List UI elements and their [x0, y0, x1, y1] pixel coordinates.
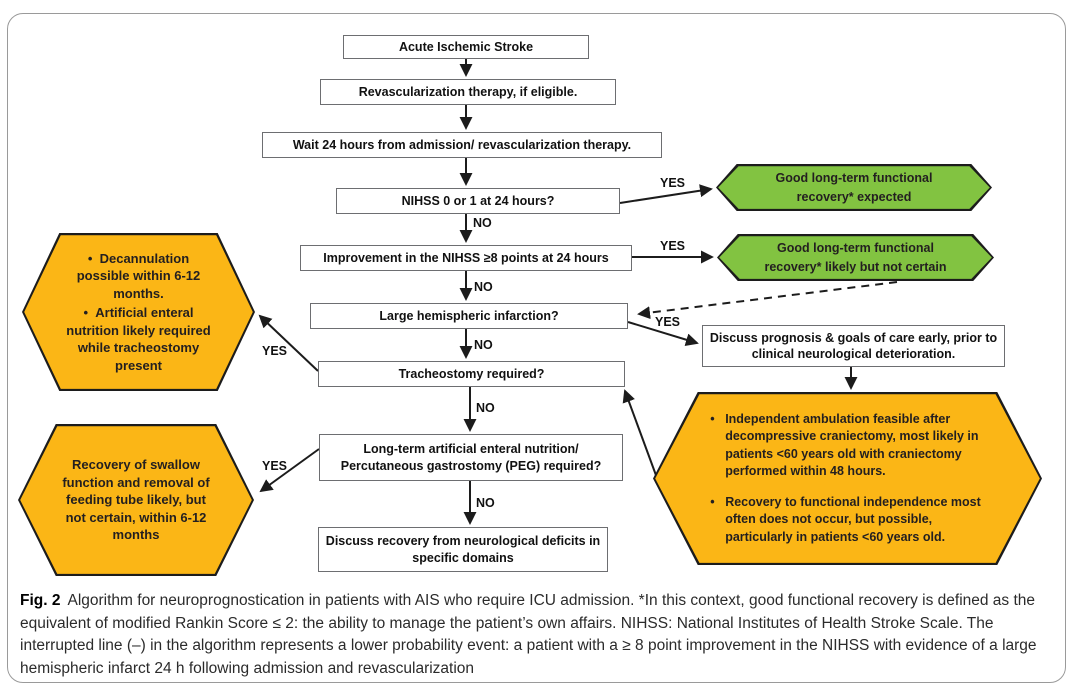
outcome-text: Recovery of swallow function and removal… — [62, 457, 210, 543]
outcome-text: Good long-term functional recovery* expe… — [775, 171, 933, 204]
figure-caption-tag: Fig. 2 — [20, 592, 61, 609]
outcome-ambulation: Independent ambulation feasible after de… — [653, 392, 1042, 565]
node-text: Tracheostomy required? — [398, 366, 545, 381]
edge-label-no: NO — [474, 280, 493, 294]
hexagon-fill: Independent ambulation feasible after de… — [655, 394, 1040, 563]
node-discuss-prognosis: Discuss prognosis & goals of care early,… — [702, 325, 1005, 367]
node-text: Long-term artificial enteral nutrition/ … — [340, 442, 602, 473]
edge-label-no: NO — [476, 401, 495, 415]
node-text: NIHSS 0 or 1 at 24 hours? — [401, 193, 555, 208]
edge-label-yes: YES — [655, 315, 681, 329]
node-text: Discuss recovery from neurological defic… — [325, 534, 601, 565]
edge-label-yes: YES — [660, 176, 686, 190]
node-acute-ischemic-stroke: Acute Ischemic Stroke — [343, 35, 589, 59]
hexagon-fill: Good long-term functional recovery* like… — [719, 236, 992, 279]
node-revascularization: Revascularization therapy, if eligible. — [320, 79, 616, 105]
node-wait-24-hours: Wait 24 hours from admission/ revascular… — [262, 132, 662, 158]
node-nihss-improvement: Improvement in the NIHSS ≥8 points at 24… — [300, 245, 632, 271]
outcome-bullet: Recovery to functional independence most… — [707, 494, 988, 547]
figure-caption-text: Algorithm for neuroprognostication in pa… — [20, 592, 1037, 677]
edge-label-yes: YES — [262, 344, 288, 358]
edge-label-no: NO — [476, 496, 495, 510]
outcome-decannulation: Decannulation possible within 6-12 month… — [22, 233, 255, 391]
node-peg-required: Long-term artificial enteral nutrition/ … — [319, 434, 623, 481]
edge-label-yes: YES — [262, 459, 288, 473]
outcome-bullet: Artificial enteral nutrition likely requ… — [62, 304, 215, 374]
node-text: Acute Ischemic Stroke — [398, 39, 534, 54]
node-tracheostomy-required: Tracheostomy required? — [318, 361, 625, 387]
node-text: Improvement in the NIHSS ≥8 points at 24… — [323, 250, 609, 265]
hexagon-fill: Good long-term functional recovery* expe… — [718, 166, 990, 209]
node-text: Wait 24 hours from admission/ revascular… — [292, 137, 632, 152]
outcome-good-recovery-expected: Good long-term functional recovery* expe… — [716, 164, 992, 211]
outcome-swallow-recovery: Recovery of swallow function and removal… — [18, 424, 254, 576]
edge-label-no: NO — [474, 338, 493, 352]
hexagon-fill: Decannulation possible within 6-12 month… — [24, 235, 253, 389]
outcome-bullet: Decannulation possible within 6-12 month… — [62, 250, 215, 303]
node-nihss-0-or-1: NIHSS 0 or 1 at 24 hours? — [336, 188, 620, 214]
edge-label-no: NO — [473, 216, 492, 230]
figure-border — [7, 13, 1066, 683]
hexagon-fill: Recovery of swallow function and removal… — [20, 426, 252, 574]
outcome-text: Good long-term functional recovery* like… — [764, 241, 947, 274]
node-large-hemispheric-infarction: Large hemispheric infarction? — [310, 303, 628, 329]
node-text: Discuss prognosis & goals of care early,… — [709, 330, 998, 361]
node-text: Large hemispheric infarction? — [379, 308, 559, 323]
node-text: Revascularization therapy, if eligible. — [358, 84, 578, 99]
outcome-good-recovery-likely: Good long-term functional recovery* like… — [717, 234, 994, 281]
edge-label-yes: YES — [660, 239, 686, 253]
outcome-bullet: Independent ambulation feasible after de… — [707, 411, 988, 481]
node-discuss-recovery-domains: Discuss recovery from neurological defic… — [318, 527, 608, 572]
